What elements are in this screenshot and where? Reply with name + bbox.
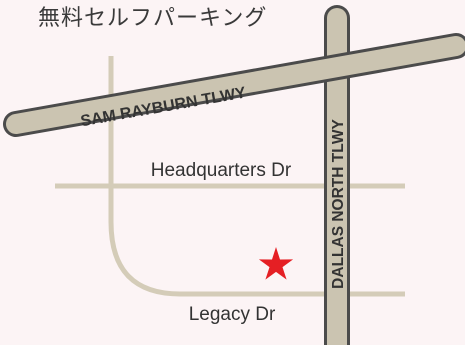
road-sam-rayburn-tlwy: [3, 33, 465, 137]
label-legacy-dr: Legacy Dr: [189, 304, 276, 325]
page-title: 無料セルフパーキング: [38, 6, 268, 31]
minor-road-west: [108, 56, 405, 297]
label-headquarters-dr: Headquarters Dr: [151, 160, 292, 181]
label-dallas-north-tlwy: DALLAS NORTH TLWY: [330, 119, 347, 289]
star-icon: [258, 247, 294, 280]
